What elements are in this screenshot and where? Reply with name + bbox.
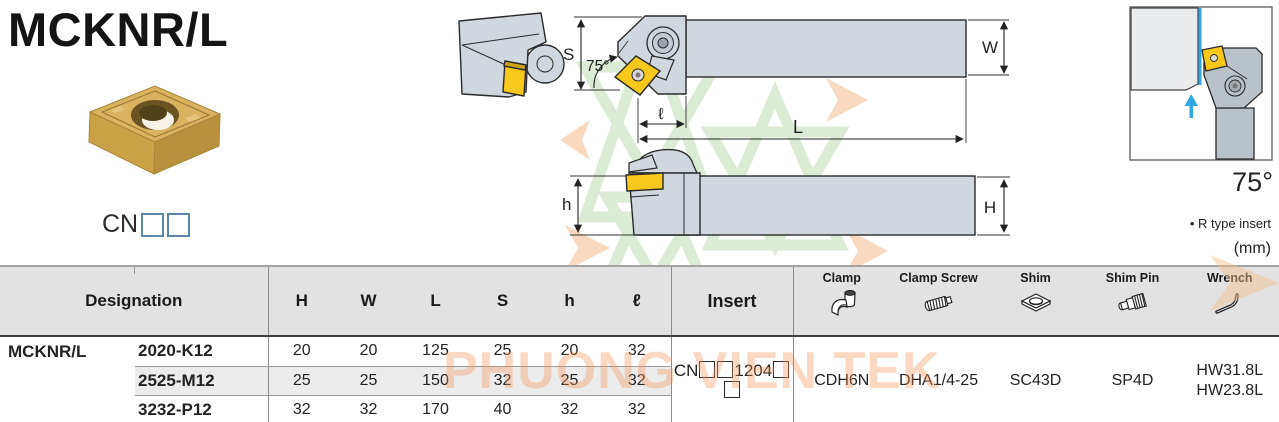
value-ell: 32 bbox=[603, 395, 672, 422]
header-dim-ell: ℓ bbox=[603, 265, 672, 337]
value-S: 32 bbox=[469, 366, 537, 396]
drawing-front-view: h H bbox=[562, 148, 1010, 236]
designation-cell: 2020-K12 bbox=[135, 336, 269, 367]
value-H: 20 bbox=[267, 336, 336, 367]
header-clamp-screw-label: Clamp Screw bbox=[899, 271, 978, 285]
placeholder-box-icon bbox=[141, 212, 165, 237]
unit-note: (mm) bbox=[1233, 240, 1271, 257]
value-h: 32 bbox=[536, 395, 604, 422]
insert-photo bbox=[88, 85, 222, 175]
value-L: 170 bbox=[402, 395, 470, 422]
value-ell: 32 bbox=[603, 336, 672, 367]
insert-code-cell: CN 1204 bbox=[670, 336, 794, 422]
header-dim-h: h bbox=[536, 265, 604, 337]
placeholder-box-icon bbox=[717, 360, 734, 378]
r-type-note: • R type insert bbox=[1189, 216, 1271, 231]
page-title: MCKNR/L bbox=[8, 3, 229, 56]
value-H: 25 bbox=[267, 366, 336, 396]
clamp-value: CDH6N bbox=[792, 336, 891, 422]
shim-value: SC43D bbox=[987, 336, 1085, 422]
header-clamp: Clamp bbox=[792, 265, 891, 337]
clamp-icon bbox=[831, 290, 856, 317]
machined-surface-highlight bbox=[1198, 8, 1202, 85]
header-shim-label: Shim bbox=[1020, 271, 1051, 285]
value-S: 25 bbox=[469, 336, 537, 367]
placeholder-box-icon bbox=[724, 380, 741, 398]
insert-code-caption: CN bbox=[102, 210, 191, 239]
header-clamp-screw: Clamp Screw bbox=[890, 265, 988, 337]
table-row: 3232-P12 32 32 170 40 32 32 bbox=[0, 395, 1279, 422]
header-clamp-label: Clamp bbox=[822, 271, 861, 285]
value-W: 25 bbox=[335, 366, 403, 396]
wrench-line-1: HW31.8L bbox=[1196, 361, 1264, 379]
value-L: 150 bbox=[402, 366, 470, 396]
header-dim-W: W bbox=[335, 265, 403, 337]
workpiece bbox=[1130, 7, 1199, 91]
dim-label-s: S bbox=[563, 45, 574, 64]
angle-label-application: 75° bbox=[1232, 167, 1273, 197]
dim-label-h-small: h bbox=[562, 195, 571, 214]
shim-pin-value: SP4D bbox=[1084, 336, 1182, 422]
dim-label-ell: ℓ bbox=[658, 106, 663, 123]
value-W: 32 bbox=[335, 395, 403, 422]
designation-cell: 2525-M12 bbox=[135, 366, 269, 396]
spec-table: Designation H W L S h ℓ Insert Clamp bbox=[0, 265, 1279, 422]
shim-icon bbox=[1020, 293, 1051, 312]
header-wrench-label: Wrench bbox=[1206, 271, 1253, 285]
feed-arrow-icon bbox=[1184, 94, 1198, 118]
value-W: 20 bbox=[335, 336, 403, 367]
insert-code-prefix: CN bbox=[673, 360, 699, 380]
placeholder-box-icon bbox=[167, 212, 191, 237]
insert-code-mid: 1204 bbox=[734, 360, 773, 380]
series-name: MCKNR/L bbox=[0, 336, 135, 422]
insert-front bbox=[625, 172, 664, 192]
wrench-line-2: HW23.8L bbox=[1196, 381, 1264, 399]
header-insert: Insert bbox=[670, 265, 794, 337]
value-S: 40 bbox=[469, 395, 537, 422]
value-ell: 32 bbox=[603, 366, 672, 396]
header-dim-H: H bbox=[267, 265, 336, 337]
insert-code-prefix: CN bbox=[102, 210, 139, 238]
drawing-3d-head bbox=[458, 12, 565, 98]
dim-label-h-cap: H bbox=[984, 198, 996, 217]
header-divider-tick bbox=[134, 266, 135, 274]
clamp-screw-value: DHA1/4-25 bbox=[890, 336, 988, 422]
header-wrench: Wrench bbox=[1181, 265, 1279, 337]
header-shim: Shim bbox=[987, 265, 1085, 337]
clamp-screw-icon bbox=[924, 295, 953, 312]
placeholder-box-icon bbox=[699, 360, 716, 378]
wrench-icon bbox=[1215, 293, 1239, 314]
table-row: MCKNR/L 2020-K12 20 20 125 25 20 32 CN 12… bbox=[0, 336, 1279, 422]
header-designation: Designation bbox=[0, 265, 269, 337]
technical-drawings: S 75° W ℓ L h H bbox=[458, 6, 1273, 236]
header-shim-pin: Shim Pin bbox=[1084, 265, 1182, 337]
shim-pin-icon bbox=[1117, 292, 1147, 311]
drawing-application: 75° bbox=[1129, 6, 1273, 197]
header-dim-L: L bbox=[402, 265, 470, 337]
header-shim-pin-label: Shim Pin bbox=[1105, 271, 1160, 285]
designation-cell: 3232-P12 bbox=[135, 395, 269, 422]
value-h: 25 bbox=[536, 366, 604, 396]
angle-label-plan: 75° bbox=[586, 58, 609, 75]
value-h: 20 bbox=[536, 336, 604, 367]
table-header-row: Designation H W L S h ℓ Insert Clamp bbox=[0, 265, 1279, 337]
value-L: 125 bbox=[402, 336, 470, 367]
dim-label-l: L bbox=[793, 117, 803, 137]
table-row: 2525-M12 25 25 150 32 25 32 bbox=[0, 366, 1279, 396]
drawing-plan-view: S 75° W ℓ L bbox=[563, 15, 1009, 144]
placeholder-box-icon bbox=[773, 360, 790, 378]
tool-shank bbox=[685, 19, 967, 78]
wrench-value: HW31.8L HW23.8L bbox=[1181, 336, 1279, 422]
header-dim-S: S bbox=[469, 265, 537, 337]
value-H: 32 bbox=[267, 395, 336, 422]
dim-label-w: W bbox=[982, 38, 998, 57]
